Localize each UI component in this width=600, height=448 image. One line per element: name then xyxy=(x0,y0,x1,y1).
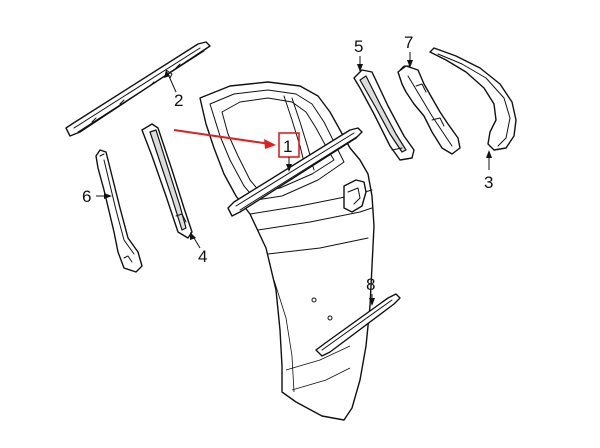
part-4-pillar-applique[interactable] xyxy=(141,123,193,239)
callout-2: 2 xyxy=(164,70,183,110)
callout-2-label: 2 xyxy=(174,91,183,110)
part-7-corner-bracket[interactable] xyxy=(397,65,461,155)
callout-8: 8 xyxy=(366,275,375,306)
part-5-pillar-trim[interactable] xyxy=(353,69,415,161)
highlight-arrow xyxy=(173,129,271,145)
callout-5-label: 5 xyxy=(354,37,363,56)
callout-6-label: 6 xyxy=(82,187,91,206)
part-1-belt-molding[interactable] xyxy=(227,127,363,217)
callout-4: 4 xyxy=(190,232,207,266)
callout-1-label: 1 xyxy=(283,137,292,156)
callout-4-label: 4 xyxy=(198,247,207,266)
part-3-curved-weatherstrip[interactable] xyxy=(429,47,517,151)
callout-3-label: 3 xyxy=(484,173,493,192)
callout-6: 6 xyxy=(82,187,112,206)
callout-5: 5 xyxy=(354,37,363,72)
callout-8-label: 8 xyxy=(366,275,375,294)
callout-3: 3 xyxy=(484,150,493,192)
highlight-arrowhead xyxy=(264,139,276,149)
part-8-lower-molding[interactable] xyxy=(315,293,401,357)
part-2-upper-belt-strip[interactable] xyxy=(65,41,211,137)
part-6-frame-bracket[interactable] xyxy=(95,149,143,273)
rear-door-shell xyxy=(199,81,375,421)
callout-7-label: 7 xyxy=(404,33,413,52)
callout-1: 1 xyxy=(173,129,300,172)
callout-7: 7 xyxy=(404,33,413,68)
